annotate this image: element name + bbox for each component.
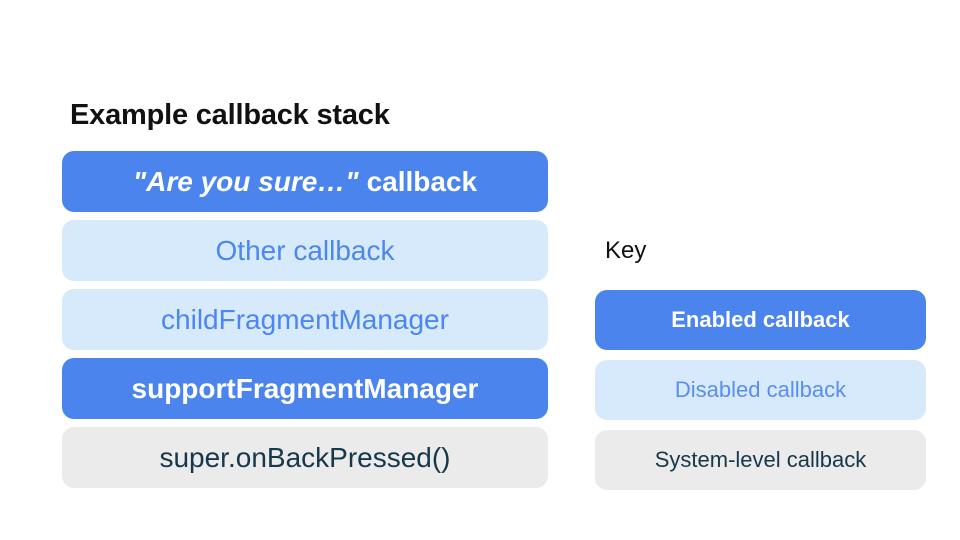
stack-item-label: callback xyxy=(366,165,478,197)
callback-stack: "Are you sure…" callback Other callback … xyxy=(62,151,548,496)
stack-item-label-italic: "Are you sure…" xyxy=(132,165,359,197)
stack-item-support-fragment-manager: supportFragmentManager xyxy=(62,358,548,419)
key-heading: Key xyxy=(605,237,647,264)
stack-item-are-you-sure-callback: "Are you sure…" callback xyxy=(62,151,548,212)
stack-item-other-callback: Other callback xyxy=(62,220,548,281)
key-legend: Enabled callback Disabled callback Syste… xyxy=(595,290,926,500)
stack-item-child-fragment-manager: childFragmentManager xyxy=(62,289,548,350)
key-item-enabled-callback: Enabled callback xyxy=(595,290,926,350)
stack-item-super-onbackpressed: super.onBackPressed() xyxy=(62,427,548,488)
page-title: Example callback stack xyxy=(70,99,390,131)
key-item-system-level-callback: System-level callback xyxy=(595,430,926,490)
key-item-disabled-callback: Disabled callback xyxy=(595,360,926,420)
